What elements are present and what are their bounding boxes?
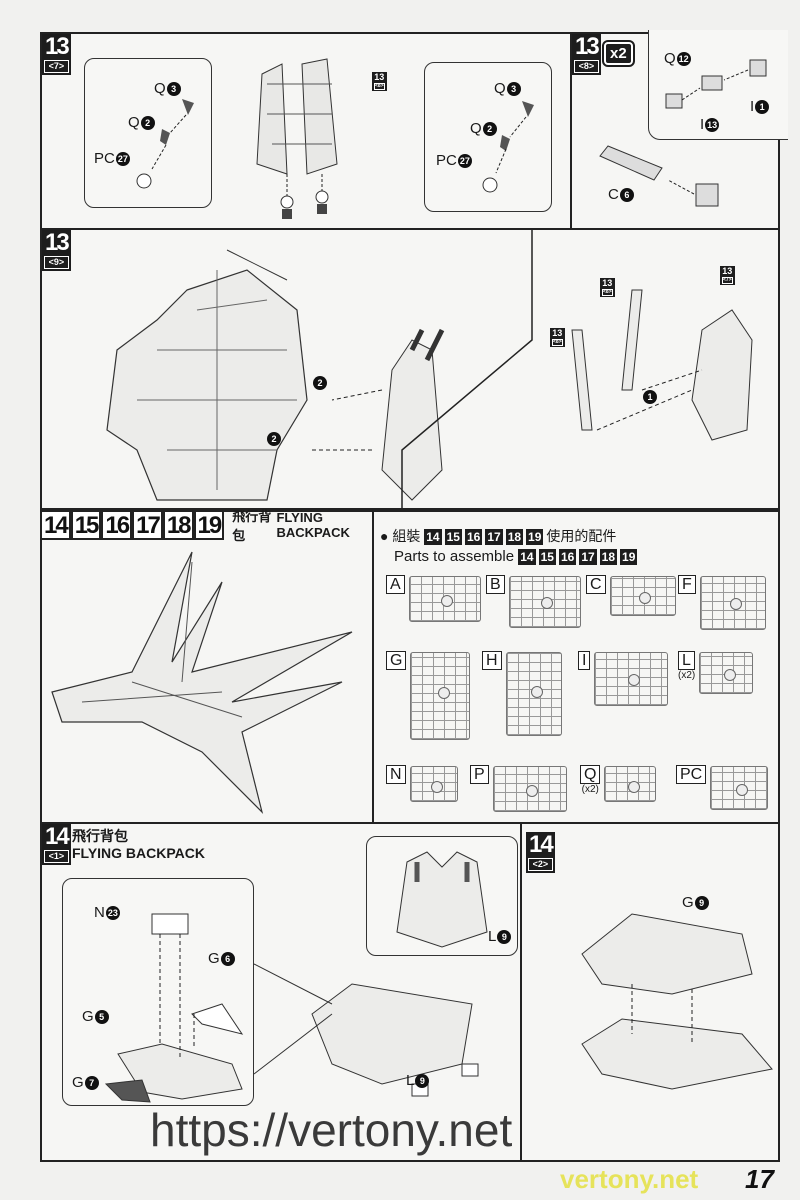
step-ref-badge: 13<8> (550, 328, 565, 347)
runner-H: H (482, 651, 562, 736)
flying-backpack-illustration (51, 551, 353, 814)
robot-torso-illustration (106, 249, 308, 501)
step-marker-diamond: 2 (266, 430, 281, 447)
step-badge: 14<2> (526, 832, 555, 873)
step-ref-badge: 13<7> (720, 266, 735, 285)
watermark-site: vertony.net (560, 1164, 699, 1194)
section-header: 14 15 16 17 18 19 飛行背包 FLYING BACKPACK (40, 509, 372, 543)
step-badge: 13<9> (42, 230, 71, 271)
part-assembly-illustration (482, 101, 534, 193)
backpack-frame-illustration (312, 328, 445, 501)
runner-L: L(x2) (678, 651, 754, 694)
step-ref-badge: 13<8> (600, 278, 615, 297)
step-marker-diamond: 2 (312, 374, 327, 391)
backpack-base-assembly-illustration (104, 913, 244, 1103)
step-number: 16 (101, 510, 133, 540)
runner-G: G (386, 651, 471, 740)
barrel-assembly-illustration (599, 59, 767, 207)
step-marker-diamond: 1 (642, 388, 657, 405)
runner-C: C (586, 575, 676, 616)
panel-divider (401, 230, 533, 512)
leg-frame-illustration (256, 58, 338, 219)
step-number: 14 (40, 510, 71, 540)
step-number: 15 (70, 510, 102, 540)
runner-I: I (578, 651, 669, 706)
runner-N: N (386, 765, 458, 802)
backpack-cover-assembly-illustration (581, 913, 773, 1090)
step-number: 13 (45, 33, 70, 60)
runner-Q: Q(x2) (580, 765, 657, 802)
backpack-assembly-illustration (253, 963, 479, 1097)
quantity-badge: x2 (602, 40, 635, 67)
step-ref-badge: 13<8> (372, 72, 387, 91)
step-badge: 13<8> (572, 34, 601, 75)
runner-B: B (486, 575, 581, 628)
step-badge: 13<7> (42, 34, 71, 75)
runner-A: A (386, 575, 481, 622)
part-assembly-illustration (136, 99, 194, 189)
backpack-top-view-illustration (396, 851, 488, 948)
step-number: 18 (162, 510, 194, 540)
step-badge: 14<1> (42, 824, 71, 865)
barrels-and-frame-illustration (571, 289, 753, 441)
runner-F: F (678, 575, 766, 630)
step-number: 19 (193, 510, 225, 540)
page-number: 17 (745, 1164, 774, 1194)
section-title-cn: 飛行背包 (232, 509, 272, 543)
runner-PC: PC (676, 765, 769, 810)
step-number: 17 (132, 510, 163, 540)
runner-P: P (470, 765, 567, 812)
watermark-url: https://vertony.net (150, 1104, 513, 1156)
panel-step-13-9: 13<9> 2 2 13<8> 13<8> 13<7> 1 (40, 228, 780, 512)
panel-flying-backpack-overview: 14 15 16 17 18 19 飛行背包 FLYING BACKPACK (40, 509, 374, 824)
step-sub: <7> (44, 60, 69, 73)
section-title-en: FLYING BACKPACK (276, 510, 350, 540)
